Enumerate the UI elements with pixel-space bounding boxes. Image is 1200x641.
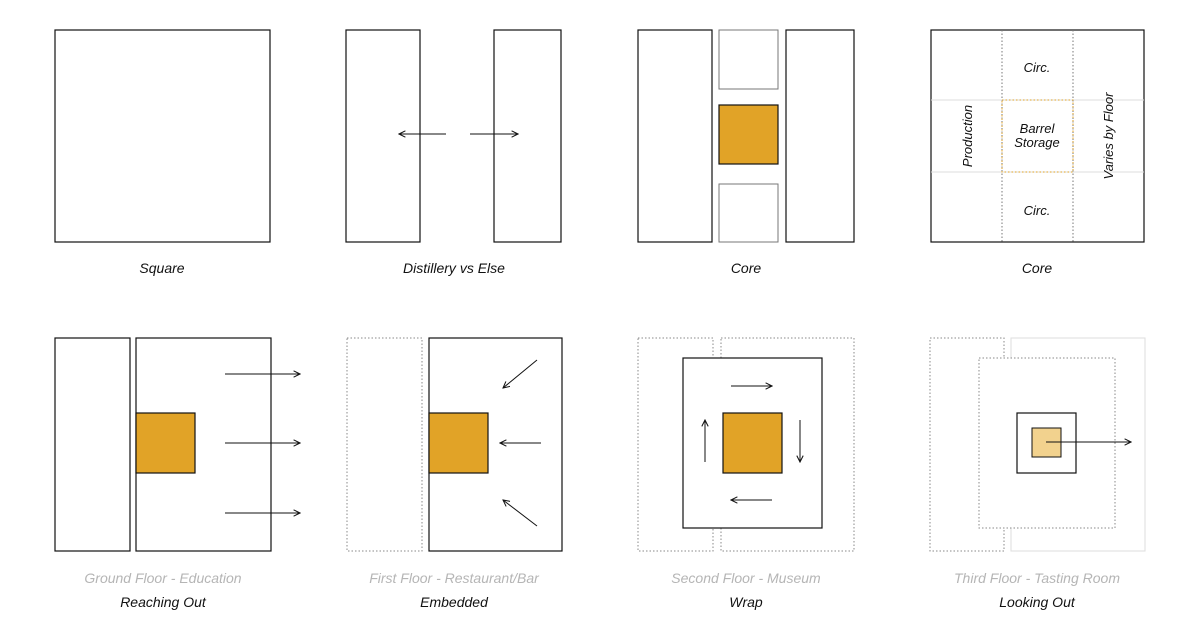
first-left-block xyxy=(346,337,423,552)
second-accent-block xyxy=(722,412,783,474)
core-plan-outline xyxy=(930,29,1145,243)
first-floor-diagram: First Floor - Restaurant/Bar Embedded xyxy=(346,337,563,610)
ground-floor-label: Ground Floor - Education xyxy=(84,570,241,586)
core-plan-diagram: Circ. Barrel Storage Circ. Production Va… xyxy=(930,29,1145,276)
core-plan-caption: Core xyxy=(1022,260,1053,276)
split-right-block xyxy=(493,29,562,243)
split-diagram: Distillery vs Else xyxy=(345,29,562,276)
third-floor-diagram: Third Floor - Tasting Room Looking Out xyxy=(929,337,1146,610)
second-floor-label: Second Floor - Museum xyxy=(671,570,821,586)
circ-bottom-label: Circ. xyxy=(1024,203,1051,218)
third-caption: Looking Out xyxy=(999,594,1076,610)
second-floor-diagram: Second Floor - Museum Wrap xyxy=(637,337,855,610)
barrel-label-line2: Storage xyxy=(1014,135,1060,150)
core-right-block xyxy=(785,29,855,243)
second-left-ghost xyxy=(637,337,714,552)
barrel-label-line1: Barrel xyxy=(1020,121,1056,136)
split-caption: Distillery vs Else xyxy=(403,260,505,276)
split-left-block xyxy=(345,29,421,243)
first-arrow-in xyxy=(503,359,538,388)
second-caption: Wrap xyxy=(729,594,763,610)
first-arrow-in xyxy=(503,500,538,527)
first-caption: Embedded xyxy=(420,594,489,610)
square-caption: Square xyxy=(139,260,184,276)
square-diagram: Square xyxy=(54,29,271,276)
first-floor-label: First Floor - Restaurant/Bar xyxy=(369,570,540,586)
core-diagram: Core xyxy=(637,29,855,276)
first-accent-block xyxy=(428,412,489,474)
varies-by-floor-label: Varies by Floor xyxy=(1101,92,1116,180)
square-block xyxy=(54,29,271,243)
ground-accent-block xyxy=(135,412,196,474)
circ-top-label: Circ. xyxy=(1024,60,1051,75)
core-accent-block xyxy=(718,104,779,165)
ground-left-block xyxy=(54,337,131,552)
core-caption: Core xyxy=(731,260,762,276)
ground-caption: Reaching Out xyxy=(120,594,207,610)
production-label: Production xyxy=(960,105,975,167)
core-left-block xyxy=(637,29,713,243)
core-top-block xyxy=(718,29,779,90)
third-floor-label: Third Floor - Tasting Room xyxy=(954,570,1120,586)
barrel-storage-zone xyxy=(1001,99,1074,173)
ground-floor-diagram: Ground Floor - Education Reaching Out xyxy=(54,337,300,610)
core-bottom-block xyxy=(718,183,779,243)
